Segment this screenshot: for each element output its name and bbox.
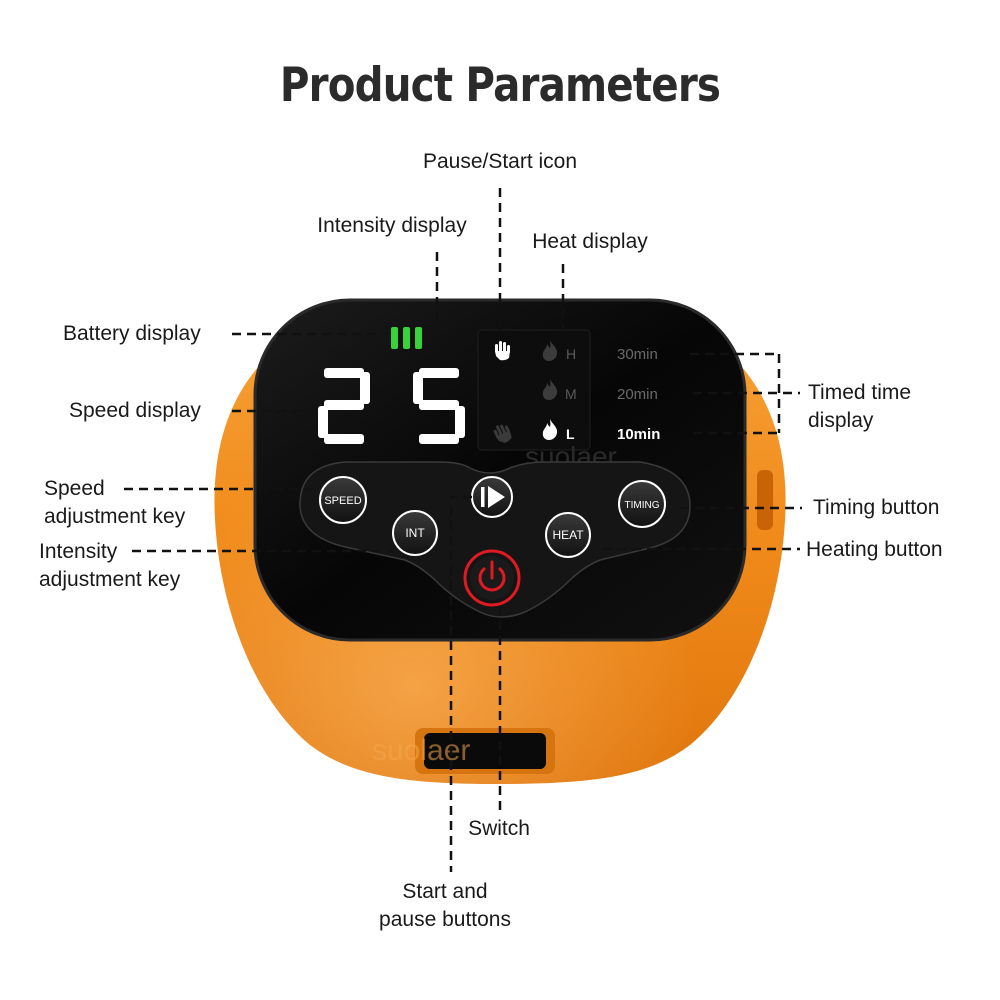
flame-icon-low: [542, 419, 558, 440]
page-title: Product Parameters: [279, 58, 721, 113]
button-bar: [299, 461, 691, 618]
hand-icon: [495, 341, 510, 361]
hand-dim-icon: [493, 424, 512, 443]
label-timed-time-display: Timed time display: [808, 379, 911, 435]
label-switch: Switch: [468, 817, 530, 840]
label-start-pause-line1: Start and: [402, 880, 488, 903]
speed-button[interactable]: SPEED: [319, 476, 367, 524]
battery-indicator: [391, 327, 422, 349]
int-button-label: INT: [405, 526, 425, 540]
label-speed-adjustment-key: Speed adjustment key: [44, 475, 185, 531]
label-heating-button: Heating button: [806, 538, 943, 561]
label-pause-start-icon: Pause/Start icon: [422, 150, 578, 173]
label-speed-key-line2: adjustment key: [44, 505, 186, 528]
label-timing-button: Timing button: [813, 496, 940, 519]
label-start-pause-buttons: Start and pause buttons: [345, 878, 545, 934]
battery-bar-2: [403, 327, 410, 349]
heat-button[interactable]: HEAT: [545, 512, 591, 558]
label-timed-time-line2: display: [808, 409, 874, 432]
label-intensity-display: Intensity display: [317, 214, 467, 237]
heat-level-m: M: [565, 386, 577, 402]
side-slot: [757, 470, 773, 530]
flame-icon-high: [542, 340, 558, 361]
speed-digit-1: [318, 368, 370, 444]
label-speed-display: Speed display: [69, 399, 201, 422]
speed-digit-2: [413, 368, 465, 444]
timing-button-label: TIMING: [625, 500, 660, 511]
label-heat-display: Heat display: [532, 230, 648, 253]
battery-bar-1: [391, 327, 398, 349]
heat-button-label: HEAT: [552, 528, 584, 542]
play-icon: [488, 486, 505, 508]
power-icon: [478, 567, 506, 592]
speed-button-label: SPEED: [324, 495, 361, 507]
label-timed-time-line1: Timed time: [808, 381, 912, 404]
timer-option-30: 30min: [617, 346, 658, 363]
power-button[interactable]: [463, 549, 521, 607]
timing-button[interactable]: TIMING: [618, 480, 666, 528]
label-battery-display: Battery display: [63, 322, 201, 345]
label-int-key-line1: Intensity: [39, 540, 118, 563]
pause-bar-icon: [481, 487, 485, 507]
battery-bar-3: [415, 327, 422, 349]
brand-watermark-housing: suolaer: [372, 734, 470, 767]
heat-level-h: H: [566, 346, 576, 362]
int-button[interactable]: INT: [392, 510, 438, 556]
callout-start-pause: [449, 495, 472, 872]
timer-option-10: 10min: [617, 426, 660, 443]
timer-option-20: 20min: [617, 386, 658, 403]
label-start-pause-line2: pause buttons: [379, 908, 511, 931]
label-int-key-line2: adjustment key: [39, 568, 181, 591]
label-intensity-adjustment-key: Intensity adjustment key: [39, 538, 180, 594]
label-speed-key-line1: Speed: [44, 477, 105, 500]
callout-lines: [124, 188, 802, 872]
heat-level-l: L: [566, 426, 575, 442]
display-window: [477, 329, 591, 451]
flame-icon-medium: [542, 379, 558, 400]
play-pause-button[interactable]: [471, 476, 513, 518]
